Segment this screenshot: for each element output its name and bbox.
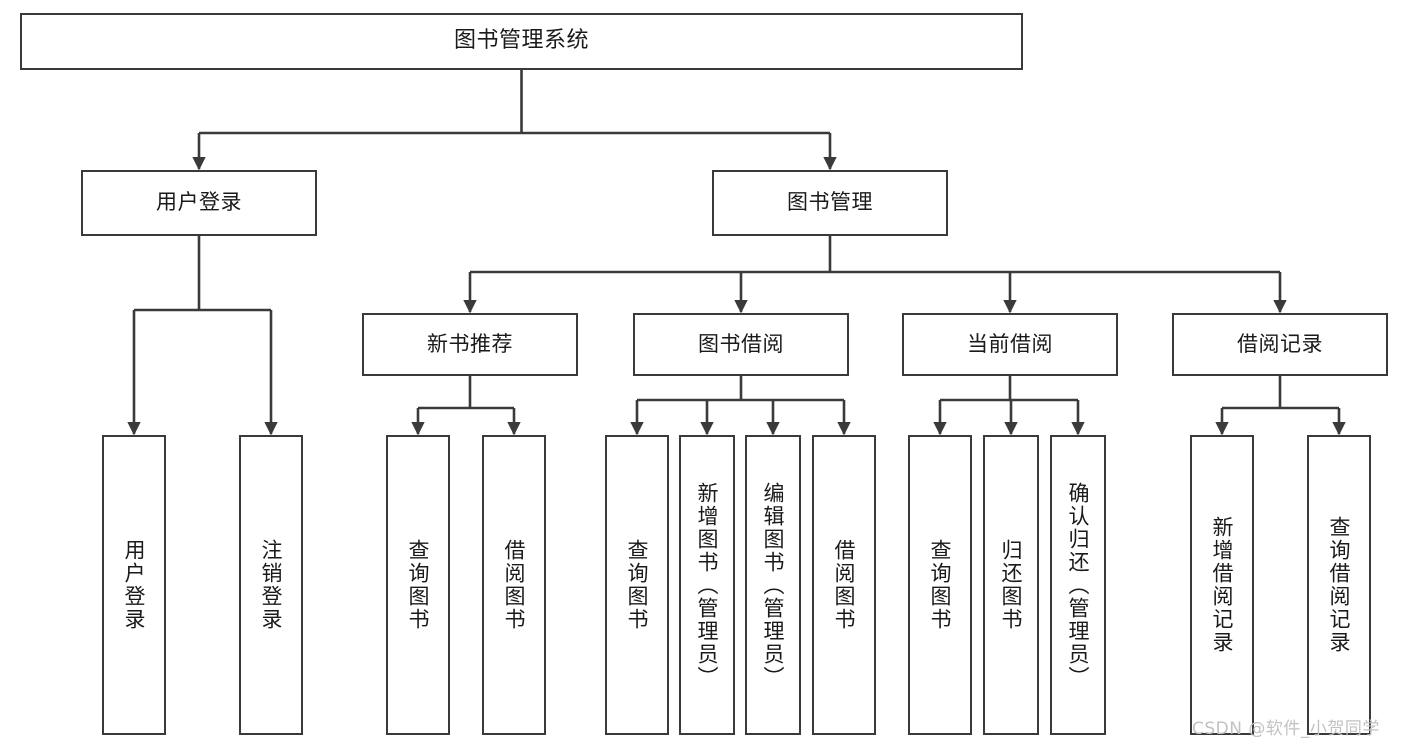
node-new-book-recommend[interactable]: 新书推荐 (362, 313, 578, 376)
node-user-login-label: 用户登录 (156, 190, 242, 215)
leaf-return-book[interactable]: 归还图书 (983, 435, 1039, 735)
leaf-return-book-label: 归还图书 (999, 539, 1024, 631)
node-borrow-record[interactable]: 借阅记录 (1172, 313, 1388, 376)
leaf-query-borrow-record-label: 查询借阅记录 (1327, 516, 1352, 654)
node-book-manage-label: 图书管理 (787, 190, 873, 215)
csdn-watermark: CSDN @软件_小贺同学 (1192, 719, 1380, 739)
leaf-query-book-1[interactable]: 查询图书 (386, 435, 450, 735)
leaf-query-book-3-label: 查询图书 (928, 539, 953, 631)
leaf-add-borrow-record-label: 新增借阅记录 (1210, 516, 1235, 654)
leaf-borrow-book-2[interactable]: 借阅图书 (812, 435, 876, 735)
node-borrow-record-label: 借阅记录 (1237, 331, 1323, 356)
leaf-user-login[interactable]: 用户登录 (102, 435, 166, 735)
leaf-add-book[interactable]: 新增图书（管理员） (679, 435, 735, 735)
node-current-borrow[interactable]: 当前借阅 (902, 313, 1118, 376)
node-root[interactable]: 图书管理系统 (20, 13, 1023, 70)
node-new-book-recommend-label: 新书推荐 (427, 331, 513, 356)
leaf-query-book-2[interactable]: 查询图书 (605, 435, 669, 735)
leaf-query-book-2-label: 查询图书 (625, 539, 650, 631)
node-book-borrow[interactable]: 图书借阅 (633, 313, 849, 376)
leaf-borrow-book-1-label: 借阅图书 (502, 539, 527, 631)
node-current-borrow-label: 当前借阅 (967, 331, 1053, 356)
leaf-borrow-book-2-label: 借阅图书 (832, 539, 857, 631)
leaf-borrow-book-1[interactable]: 借阅图书 (482, 435, 546, 735)
leaf-confirm-return[interactable]: 确认归还（管理员） (1050, 435, 1106, 735)
leaf-user-login-label: 用户登录 (122, 539, 147, 631)
node-book-manage[interactable]: 图书管理 (712, 170, 948, 236)
node-book-borrow-label: 图书借阅 (698, 331, 784, 356)
leaf-confirm-return-label: 确认归还（管理员） (1066, 481, 1091, 689)
leaf-user-logout[interactable]: 注销登录 (239, 435, 303, 735)
node-user-login[interactable]: 用户登录 (81, 170, 317, 236)
leaf-user-logout-label: 注销登录 (259, 539, 284, 631)
leaf-add-book-label: 新增图书（管理员） (695, 481, 720, 689)
leaf-edit-book[interactable]: 编辑图书（管理员） (745, 435, 801, 735)
leaf-add-borrow-record[interactable]: 新增借阅记录 (1190, 435, 1254, 735)
leaf-edit-book-label: 编辑图书（管理员） (761, 481, 786, 689)
node-root-label: 图书管理系统 (453, 28, 589, 54)
leaf-query-book-3[interactable]: 查询图书 (908, 435, 972, 735)
leaf-query-borrow-record[interactable]: 查询借阅记录 (1307, 435, 1371, 735)
leaf-query-book-1-label: 查询图书 (406, 539, 431, 631)
